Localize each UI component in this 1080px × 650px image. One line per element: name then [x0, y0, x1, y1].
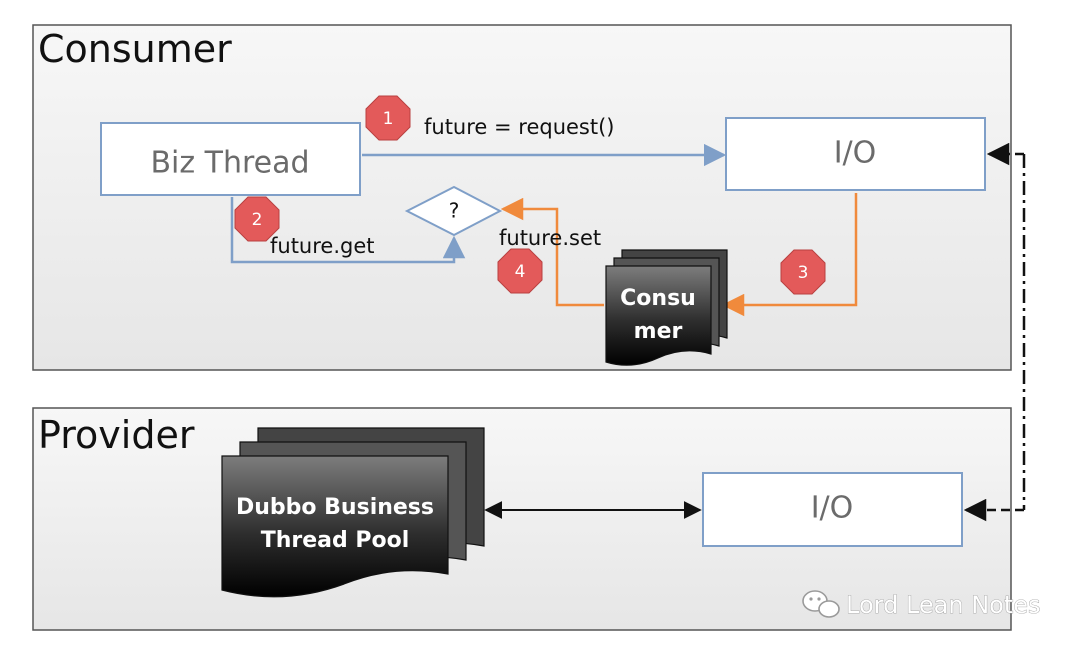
thread-pool-label-line1: Dubbo Business: [236, 495, 434, 520]
request-label: future = request(): [424, 115, 615, 139]
set-arrow: [500, 197, 604, 307]
consumer-doc-label-line1: Consu: [620, 286, 696, 311]
biz-thread-box: Biz Thread: [100, 122, 361, 196]
step-badge-3: 3: [780, 249, 826, 295]
step-badge-2-number: 2: [252, 210, 263, 230]
response-arrow: [721, 193, 858, 317]
provider-io-label: I/O: [811, 491, 854, 526]
consumer-io-label: I/O: [834, 136, 877, 171]
step-badge-1: 1: [365, 95, 411, 141]
consumer-io-box: I/O: [725, 117, 986, 191]
consumer-doc-label-line2: mer: [634, 319, 683, 344]
provider-region-title: Provider: [38, 413, 195, 457]
provider-io-box: I/O: [702, 472, 963, 547]
step-badge-4-number: 4: [515, 262, 526, 282]
get-label: future.get: [270, 234, 375, 258]
step-badge-2: 2: [234, 196, 280, 242]
biz-thread-label: Biz Thread: [150, 146, 309, 181]
step-badge-4: 4: [497, 248, 543, 294]
consumer-region: Consu mer: [32, 24, 1012, 371]
thread-pool-document-stack: Dubbo Business Thread Pool: [221, 427, 485, 598]
step-badge-1-number: 1: [383, 109, 394, 129]
set-label: future.set: [499, 226, 601, 250]
step-badge-3-number: 3: [798, 263, 809, 283]
wechat-icon: [802, 590, 840, 618]
consumer-region-title: Consumer: [38, 27, 232, 71]
get-arrow: [230, 197, 466, 264]
thread-pool-label-line2: Thread Pool: [261, 528, 410, 553]
decision-diamond: ?: [404, 185, 503, 237]
decision-label: ?: [449, 199, 460, 223]
watermark-text: Lord Lean Notes: [846, 591, 1041, 619]
consumer-document-stack: Consu mer: [605, 249, 728, 366]
watermark: Lord Lean Notes: [802, 590, 1041, 619]
